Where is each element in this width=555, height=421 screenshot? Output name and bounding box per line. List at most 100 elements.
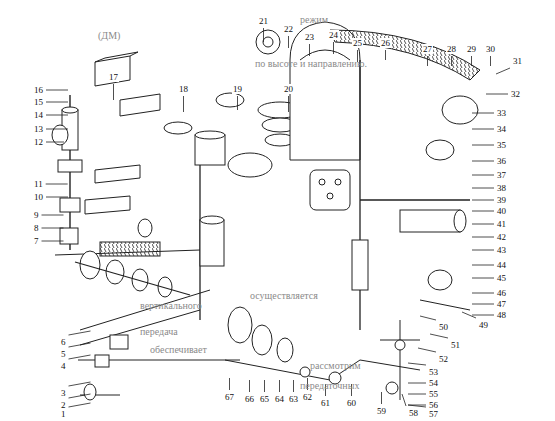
callout-number: 34 <box>496 124 507 134</box>
leader-line <box>46 129 68 130</box>
callout-number: 57 <box>428 409 439 419</box>
callout-number: 41 <box>496 219 507 229</box>
background-text: вертикального <box>140 300 202 311</box>
callout-number: 13 <box>33 124 44 134</box>
callout-number: 62 <box>302 392 313 402</box>
leader-line <box>309 44 310 56</box>
leader-line <box>472 129 494 130</box>
callout-number: 35 <box>496 140 507 150</box>
callout-number: 47 <box>496 299 507 309</box>
leader-line <box>381 392 382 404</box>
callout-number: 25 <box>352 38 363 48</box>
leader-line <box>46 142 64 143</box>
leader-line <box>69 343 91 347</box>
callout-number: 36 <box>496 156 507 166</box>
leader-line <box>69 382 91 386</box>
callout-number: 30 <box>485 44 496 54</box>
leader-line <box>418 348 436 352</box>
callout-number: 28 <box>446 44 457 54</box>
callout-number: 10 <box>33 192 44 202</box>
callout-number: 16 <box>33 85 44 95</box>
callout-number: 22 <box>283 24 294 34</box>
callout-number: 67 <box>224 392 235 402</box>
callout-number: 40 <box>496 206 507 216</box>
leader-line <box>288 96 289 112</box>
leader-line <box>490 56 491 66</box>
callout-number: 64 <box>274 394 285 404</box>
callout-number: 52 <box>438 354 449 364</box>
callout-number: 9 <box>33 210 40 220</box>
callout-number: 50 <box>438 322 449 332</box>
leader-line <box>46 115 68 116</box>
callout-number: 18 <box>178 84 189 94</box>
leader-line <box>472 265 494 266</box>
leader-line <box>430 334 448 338</box>
leader-line <box>472 113 494 114</box>
callout-number: 65 <box>259 394 270 404</box>
callout-number: 23 <box>304 32 315 42</box>
leader-line <box>46 184 68 185</box>
callout-number: 61 <box>320 398 331 408</box>
callout-number: 58 <box>408 408 419 418</box>
callout-number: 43 <box>496 245 507 255</box>
callout-number: 2 <box>60 400 67 410</box>
leader-line <box>293 380 294 392</box>
leader-line <box>472 145 494 146</box>
callout-number: 27 <box>422 44 433 54</box>
callout-number: 21 <box>258 16 269 26</box>
callout-number: 20 <box>283 84 294 94</box>
callout-number: 48 <box>496 310 507 320</box>
leader-line <box>451 56 452 66</box>
callout-number: 46 <box>496 288 507 298</box>
callout-number: 4 <box>60 361 67 371</box>
background-text: осуществляется <box>250 290 318 301</box>
leader-line <box>69 394 91 398</box>
leader-line <box>113 84 114 100</box>
leader-line <box>42 228 64 229</box>
callout-number: 39 <box>496 195 507 205</box>
callout-number: 51 <box>450 340 461 350</box>
callout-number: 31 <box>512 56 523 66</box>
leader-line <box>229 378 230 390</box>
leader-line <box>472 293 494 294</box>
leader-line <box>69 403 91 407</box>
leader-line <box>288 36 289 48</box>
leader-line <box>263 28 264 42</box>
leader-line <box>408 405 426 407</box>
callout-number: 14 <box>33 110 44 120</box>
leader-line <box>279 380 280 392</box>
leader-line <box>408 363 426 365</box>
background-text: режим <box>300 14 328 25</box>
leader-line <box>472 188 494 189</box>
leader-line <box>486 94 508 95</box>
leader-line <box>69 331 91 335</box>
leader-line <box>496 68 510 74</box>
leader-line <box>472 161 494 162</box>
callout-number: 44 <box>496 260 507 270</box>
callout-number: 49 <box>478 320 489 330</box>
leader-line <box>42 215 64 216</box>
callout-number: 60 <box>346 398 357 408</box>
leader-line <box>249 380 250 392</box>
leader-line <box>420 316 436 320</box>
background-text: передача <box>140 326 178 337</box>
callout-number: 53 <box>428 367 439 377</box>
callout-number: 5 <box>60 349 67 359</box>
callout-number: 54 <box>428 378 439 388</box>
leader-line <box>471 56 472 66</box>
callout-number: 26 <box>380 38 391 48</box>
leader-line <box>264 380 265 392</box>
leader-line <box>472 315 494 316</box>
leader-line <box>69 355 91 359</box>
callout-number: 29 <box>466 44 477 54</box>
callout-number: 24 <box>328 30 339 40</box>
leader-line <box>472 250 494 251</box>
callout-number: 19 <box>232 84 243 94</box>
leader-line <box>472 200 494 201</box>
callout-number: 1 <box>60 409 67 419</box>
callout-number: 45 <box>496 273 507 283</box>
leader-line <box>46 90 68 91</box>
callout-number: 37 <box>496 170 507 180</box>
leader-line <box>333 42 334 54</box>
